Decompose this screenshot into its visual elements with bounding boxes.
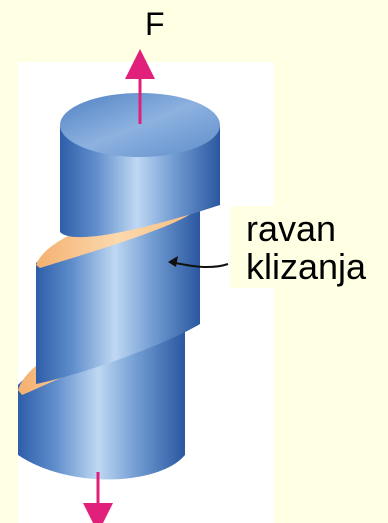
cylinder-top-face [60,93,220,157]
cylinder-upper-segment [60,93,220,238]
slip-plane-label-line2: klizanja [246,246,367,287]
force-label: F [145,6,165,42]
slip-plane-pointer-head [168,256,178,267]
slip-plane-label-box [230,206,388,288]
slip-plane-label-line1: ravan [246,208,337,249]
